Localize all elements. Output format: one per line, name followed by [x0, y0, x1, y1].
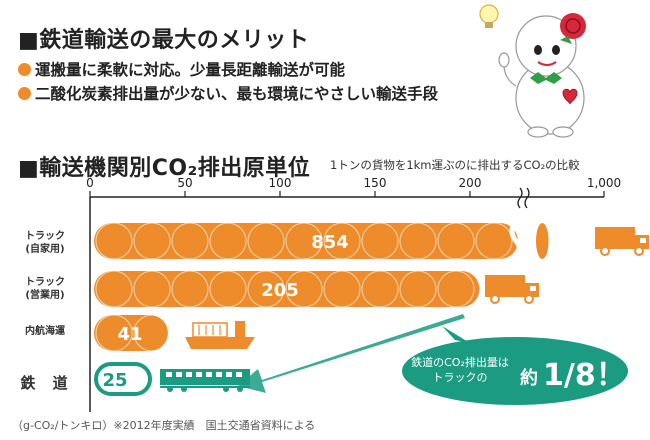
- chart-subtitle: 1トンの貨物を1km運ぶのに排出するCO₂の比較: [330, 158, 580, 172]
- bullet-2-text: 二酸化炭素排出量が少ない、最も環境にやさしい輸送手段: [35, 85, 439, 103]
- bullet-dot: [18, 63, 31, 76]
- mascot-illustration: [479, 4, 586, 138]
- data-label-3: 25: [102, 370, 127, 391]
- ship-icon: [185, 321, 255, 349]
- bar-pattern-circle: [323, 222, 361, 260]
- bar-pattern-circle: [171, 222, 209, 260]
- x-tick-label: 0: [86, 176, 94, 190]
- bullet-1: 運搬量に柔軟に対応。少量長距離輸送が可能: [18, 58, 345, 80]
- heart-icon: [562, 88, 578, 105]
- train-icon: [160, 369, 250, 392]
- category-label-0: トラック (自家用): [25, 231, 65, 255]
- bar-0: [94, 223, 518, 259]
- bar-pattern-circle: [209, 270, 247, 308]
- bar-pattern-circle: [285, 222, 323, 260]
- bar-1: [94, 271, 480, 307]
- x-tick-label: 100: [269, 176, 292, 190]
- bar-pattern-circle: [209, 222, 247, 260]
- comparison-arrow: [238, 314, 465, 393]
- bullet-2: 二酸化炭素排出量が少ない、最も環境にやさしい輸送手段: [18, 82, 438, 104]
- bar-pattern-circle: [171, 270, 209, 308]
- bar-pattern-circle: [475, 222, 513, 260]
- footnote: （g-CO₂/トンキロ）※2012年度実績 国土交通省資料による: [12, 419, 316, 432]
- data-label-2: 41: [117, 324, 142, 345]
- x-tick-label: 150: [364, 176, 387, 190]
- lightbulb-icon: [479, 4, 499, 28]
- truck-icon: [595, 227, 649, 256]
- bar-pattern-circle: [133, 314, 171, 352]
- callout-line-2: トラックの: [433, 371, 488, 384]
- data-label-0: 854: [311, 232, 349, 253]
- heading-merit: ■鉄道輸送の最大のメリット: [18, 28, 310, 53]
- category-label-1: トラック (営業用): [25, 277, 65, 301]
- bar-pattern-circle: [285, 270, 323, 308]
- bar-pattern-circle: [399, 222, 437, 260]
- bar-pattern-circle: [95, 270, 133, 308]
- truck-icon: [485, 275, 539, 304]
- data-label-1: 205: [261, 280, 299, 301]
- callout-line-1: 鉄道のCO₂排出量は: [411, 355, 509, 369]
- bar-0-tail: [536, 223, 549, 259]
- x-tick-label: 200: [459, 176, 482, 190]
- axis-break-mark: [524, 187, 530, 209]
- bar-pattern-circle: [323, 270, 361, 308]
- bar-2: [94, 315, 168, 351]
- callout-emphasis-prefix: 約: [520, 367, 538, 389]
- bar-break-mark: [521, 219, 535, 263]
- category-label-3: 鉄 道: [20, 374, 74, 392]
- bar-pattern-circle: [399, 270, 437, 308]
- bar-pattern-circle: [133, 222, 171, 260]
- bar-break-mark: [509, 219, 523, 263]
- heading-chart: ■輸送機関別CO₂排出原単位: [18, 156, 311, 181]
- bar-pattern-circle: [95, 222, 133, 260]
- bullet-dot: [18, 87, 31, 100]
- callout-emphasis: 1/8！: [543, 358, 626, 393]
- axis-break-mark: [517, 187, 523, 209]
- x-tick-label: 50: [177, 176, 192, 190]
- bar-pattern-circle: [437, 270, 475, 308]
- bar-3: [94, 362, 152, 396]
- category-label-2: 内航海運: [25, 326, 65, 337]
- bar-pattern-circle: [361, 270, 399, 308]
- x-tick-label: 1,000: [587, 176, 621, 190]
- bar-pattern-circle: [247, 270, 285, 308]
- bar-pattern-circle: [361, 222, 399, 260]
- bar-pattern-circle: [133, 270, 171, 308]
- bar-pattern-circle: [247, 222, 285, 260]
- bar-pattern-circle: [437, 222, 475, 260]
- bullet-1-text: 運搬量に柔軟に対応。少量長距離輸送が可能: [35, 61, 346, 79]
- rose-icon: [560, 13, 586, 44]
- bar-pattern-circle: [95, 314, 133, 352]
